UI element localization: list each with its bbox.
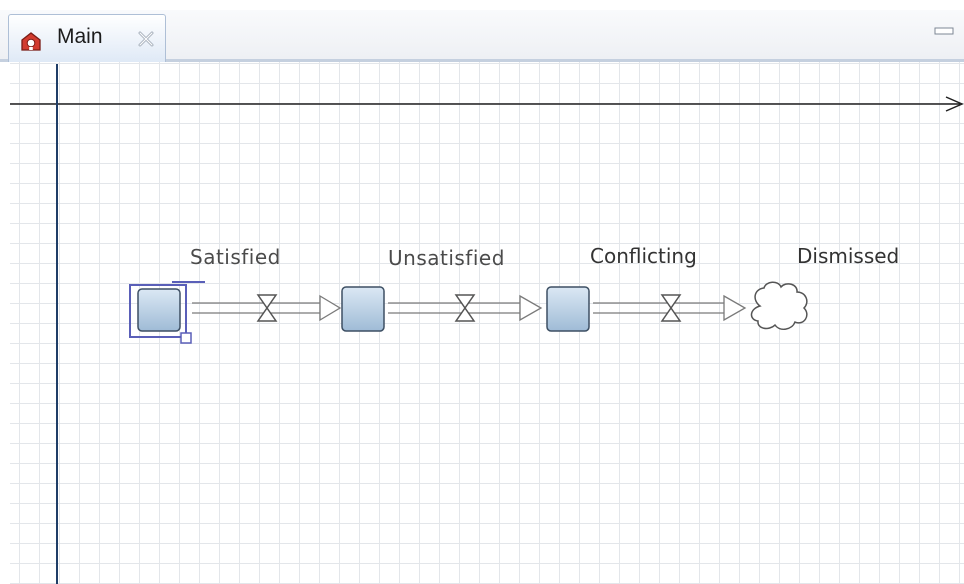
minimize-icon[interactable] (934, 25, 954, 37)
window-top (0, 0, 964, 10)
editor-left-margin (0, 62, 10, 584)
flow-label-conflicting: Conflicting (590, 244, 697, 268)
valve-icon[interactable] (256, 294, 278, 322)
stock[interactable] (546, 286, 590, 332)
close-icon[interactable] (135, 28, 157, 50)
valve-icon[interactable] (454, 294, 476, 322)
editor-tab-bar: Main (0, 10, 964, 62)
sink-label-dismissed: Dismissed (797, 244, 900, 268)
stock[interactable] (341, 286, 385, 332)
x-axis (10, 96, 964, 112)
tab-main[interactable]: Main (8, 14, 166, 62)
model-icon (21, 32, 41, 51)
flow-pipe[interactable] (388, 294, 543, 322)
valve-icon[interactable] (660, 294, 682, 322)
flow-label-satisfied: Satisfied (190, 245, 281, 269)
flow-pipe[interactable] (593, 294, 747, 322)
tab-title: Main (57, 25, 103, 48)
flow-pipe[interactable] (192, 294, 342, 322)
cloud-icon[interactable] (750, 281, 808, 330)
flow-label-unsatisfied: Unsatisfied (388, 246, 505, 270)
stock-selected[interactable] (129, 281, 205, 344)
